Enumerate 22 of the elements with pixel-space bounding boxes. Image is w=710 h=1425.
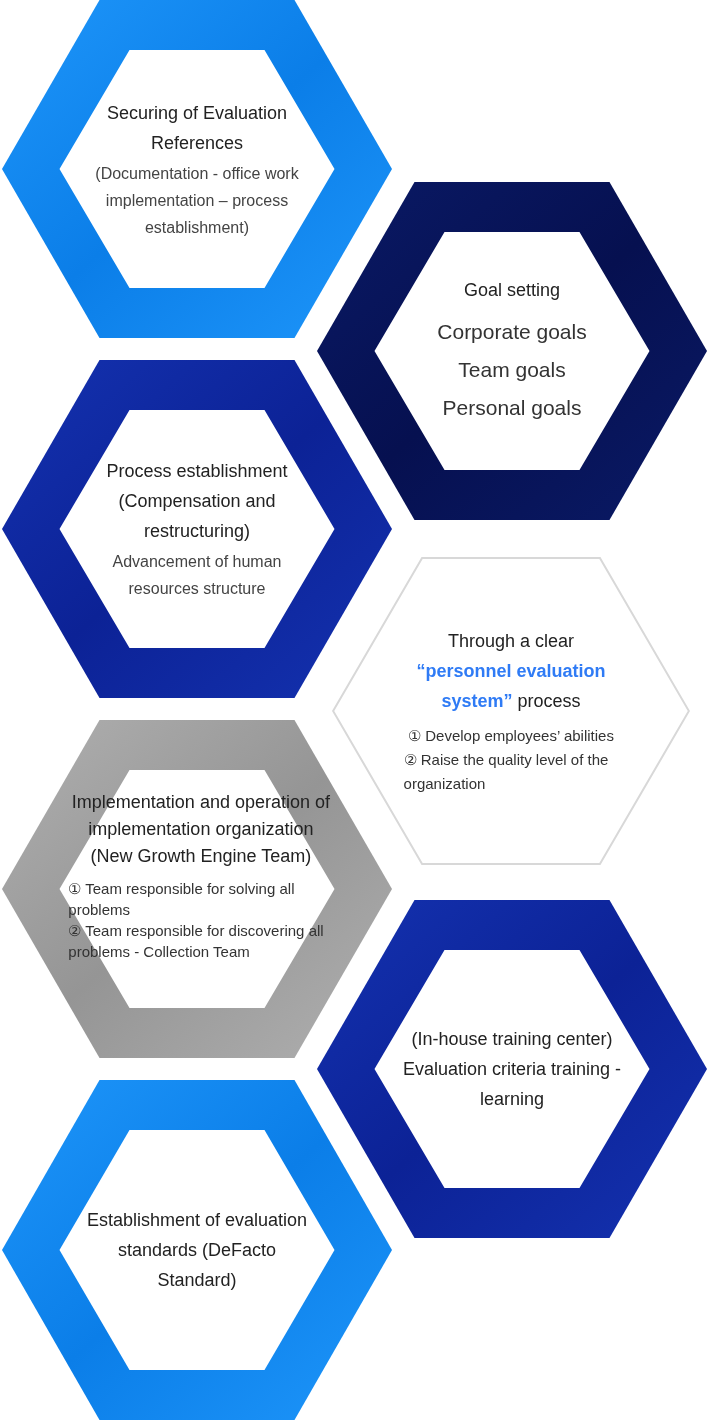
description: (Documentation - office work implementation – process establishment) [94,163,300,238]
heading: Establishment of evaluation standards (DeFacto Standard) [85,1209,309,1292]
goal-item: Personal goals [442,395,582,421]
goal-item: Corporate goals [437,319,587,345]
heading: (In-house training center) Evaluation criteria training - learning [401,1028,623,1111]
heading: Through a clear “personnel evaluation system” process [415,630,607,713]
heading: Goal setting [463,279,561,302]
numbered-item: ② Team responsible for discovering all problems - Collection Team [68,920,325,962]
hexagon-frame [2,1080,392,1420]
hexagon-frame [2,0,392,338]
heading: Securing of Evaluation References [105,101,289,155]
heading: Implementation and operation of implementation organization (New Growth Engine Team) [70,790,331,868]
hexagon-frame [317,182,707,520]
hexagon-frame [2,360,392,698]
numbered-item: ① Develop employees’ abilities [408,726,614,746]
hexagon-outline [332,557,690,865]
heading: Process establishment (Compensation and restructuring) [105,460,289,543]
numbered-item: ① Team responsible for solving all problems [68,878,296,920]
hexagon-frame [2,720,392,1058]
goal-item: Team goals [458,357,566,383]
description: Advancement of human resources structure [111,552,283,599]
numbered-item: ② Raise the quality level of the organization [403,750,610,794]
